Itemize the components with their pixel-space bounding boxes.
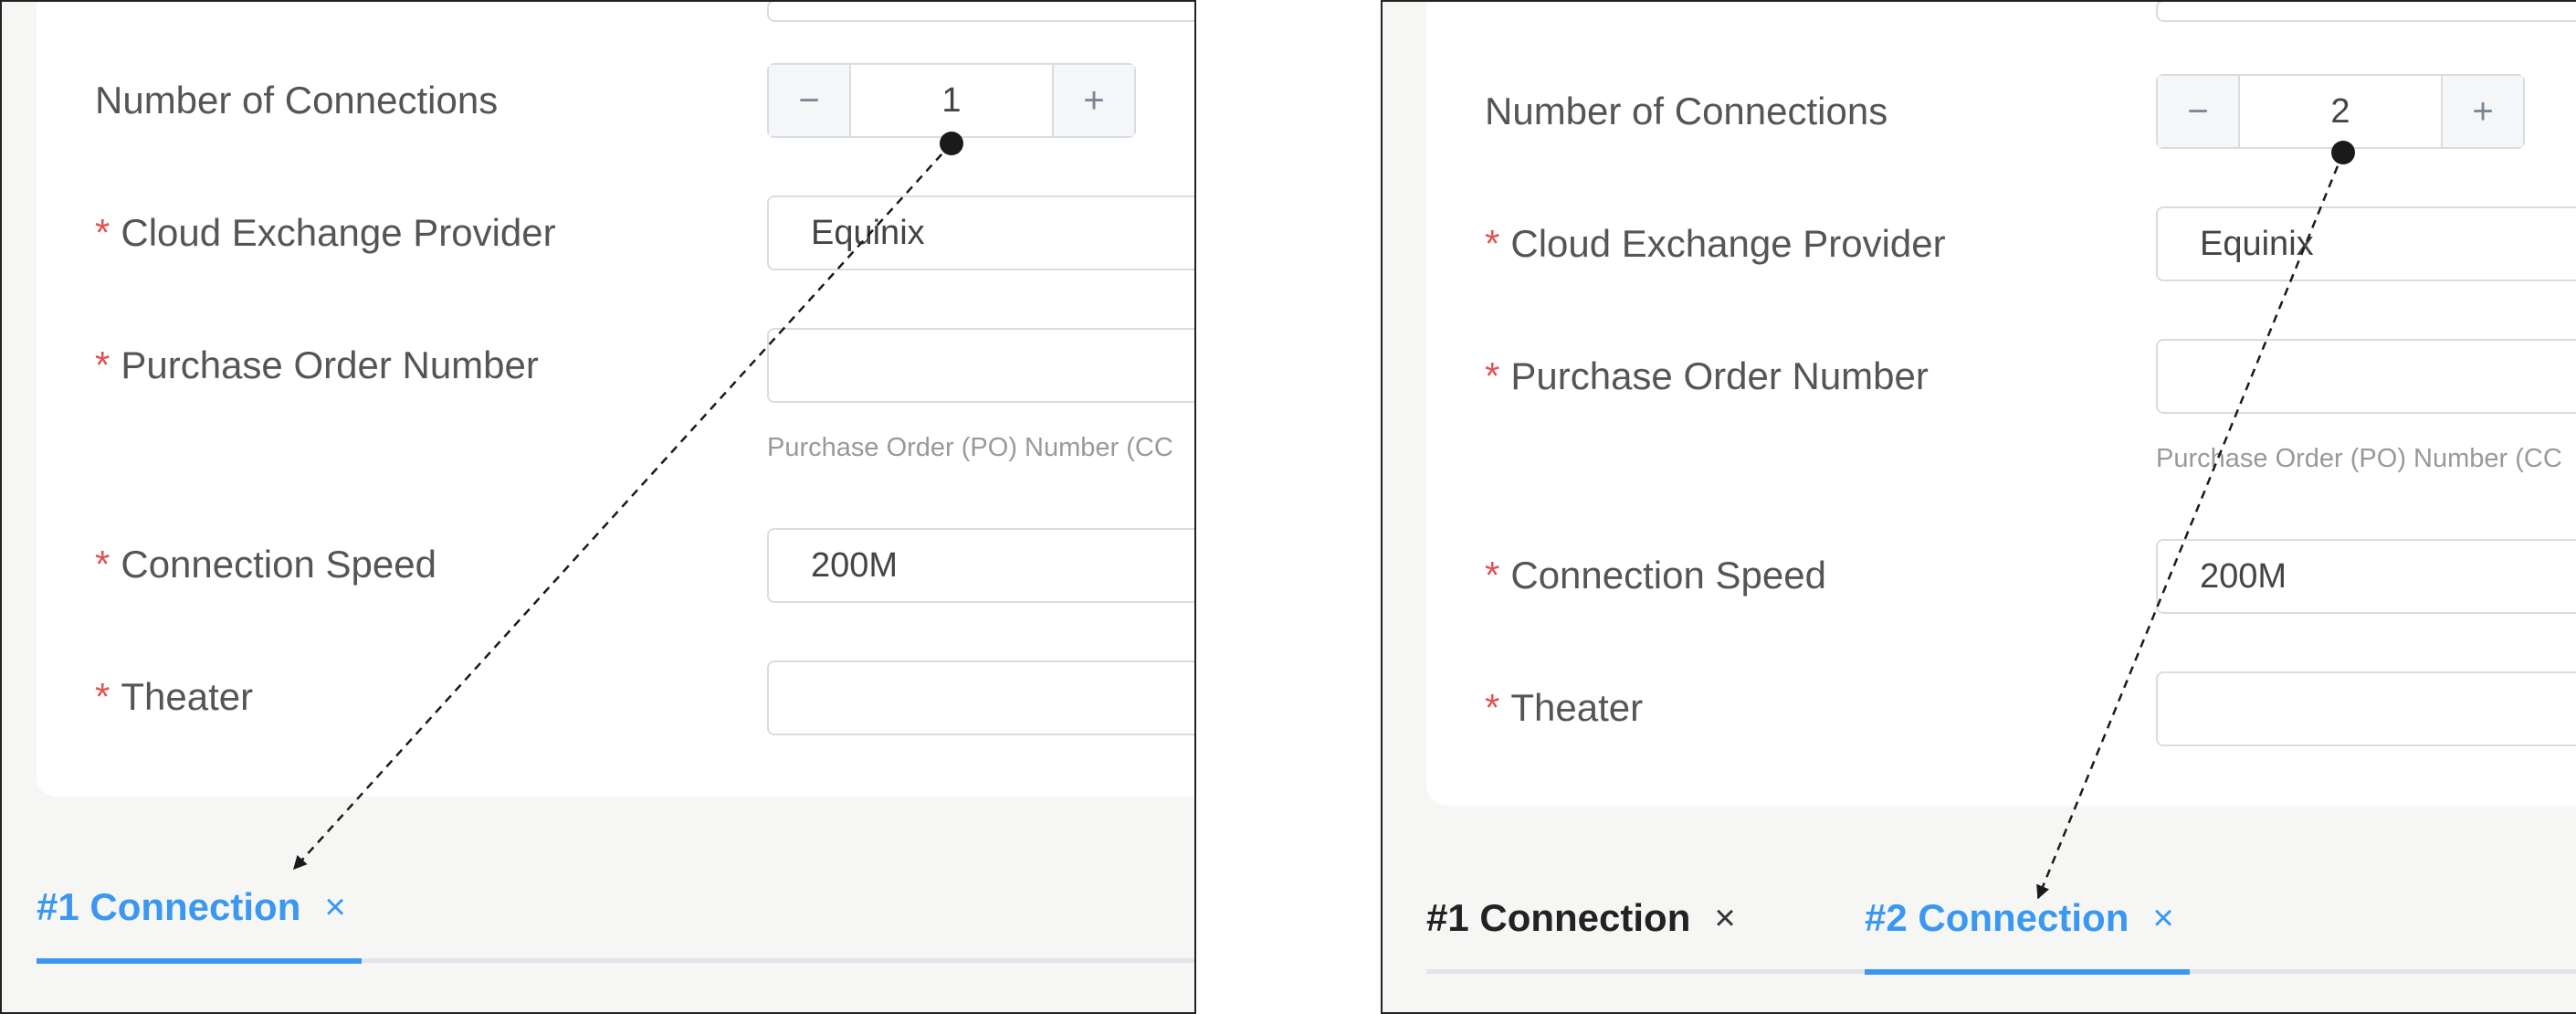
tab-label: #1 Connection	[37, 885, 301, 928]
previous-field-input[interactable]	[2156, 2, 2576, 22]
required-mark: *	[95, 343, 110, 386]
increment-button[interactable]: +	[1052, 65, 1134, 136]
provider-label-text: Cloud Exchange Provider	[1510, 222, 1946, 265]
po-label-text: Purchase Order Number	[121, 343, 539, 386]
provider-label-text: Cloud Exchange Provider	[121, 211, 556, 254]
previous-field-input[interactable]	[767, 2, 1194, 22]
po-label-text: Purchase Order Number	[1510, 354, 1929, 397]
po-number-input[interactable]	[767, 328, 1194, 403]
connections-stepper[interactable]: − 1 +	[767, 63, 1136, 138]
required-mark: *	[1485, 686, 1500, 729]
required-mark: *	[1485, 222, 1500, 265]
provider-label: *Cloud Exchange Provider	[1485, 222, 1946, 266]
close-icon[interactable]: ×	[1714, 897, 1736, 938]
po-number-input[interactable]	[2156, 339, 2576, 414]
tab-connection-1[interactable]: #1 Connection ×	[1426, 896, 1736, 940]
theater-label: * Theater	[95, 675, 253, 719]
speed-label-text: Connection Speed	[121, 543, 436, 586]
speed-select[interactable]: 200M	[2156, 539, 2576, 614]
close-icon[interactable]: ×	[324, 886, 346, 927]
theater-select[interactable]	[2156, 671, 2576, 746]
connections-value[interactable]: 1	[941, 80, 962, 120]
connections-value[interactable]: 2	[2330, 91, 2350, 131]
right-screenshot-panel: Number of Connections − 2 + *Cloud Excha…	[1381, 0, 2576, 1014]
active-tab-indicator	[1865, 969, 2190, 975]
required-mark: *	[95, 675, 110, 718]
left-screenshot-panel: Number of Connections − 1 + * Cloud Excha…	[0, 0, 1196, 1014]
tab-connection-2[interactable]: #2 Connection ×	[1865, 896, 2174, 940]
speed-select[interactable]: 200M	[767, 528, 1194, 603]
po-hint-text: Purchase Order (PO) Number (CC	[2156, 444, 2562, 473]
connections-label: Number of Connections	[95, 79, 499, 121]
required-mark: *	[95, 211, 110, 254]
speed-label: *Connection Speed	[1485, 554, 1826, 597]
annotation-arrow	[2036, 152, 2345, 900]
connections-label: Number of Connections	[1485, 90, 1888, 132]
theater-label-text: Theater	[1510, 686, 1644, 729]
theater-label-text: Theater	[121, 675, 254, 718]
po-label: * Purchase Order Number	[95, 343, 539, 387]
required-mark: *	[95, 543, 110, 586]
theater-label: *Theater	[1485, 686, 1643, 730]
tab-label: #1 Connection	[1426, 896, 1691, 939]
provider-label: * Cloud Exchange Provider	[95, 211, 556, 255]
active-tab-indicator	[37, 958, 362, 964]
provider-select[interactable]: Equinix	[767, 195, 1194, 270]
provider-select[interactable]: Equinix	[2156, 206, 2576, 281]
required-mark: *	[1485, 554, 1500, 597]
decrement-button[interactable]: −	[769, 65, 851, 136]
po-label: *Purchase Order Number	[1485, 354, 1929, 398]
connections-stepper[interactable]: − 2 +	[2156, 74, 2525, 149]
close-icon[interactable]: ×	[2152, 897, 2174, 938]
increment-button[interactable]: +	[2441, 76, 2523, 147]
theater-select[interactable]	[767, 660, 1194, 735]
tab-bar-track	[37, 958, 1194, 963]
tab-label: #2 Connection	[1865, 896, 2129, 939]
annotation-arrow	[292, 143, 952, 871]
tab-connection-1[interactable]: #1 Connection ×	[37, 885, 346, 929]
speed-label: * Connection Speed	[95, 543, 436, 586]
required-mark: *	[1485, 354, 1500, 397]
speed-label-text: Connection Speed	[1510, 554, 1826, 597]
decrement-button[interactable]: −	[2158, 76, 2240, 147]
po-hint-text: Purchase Order (PO) Number (CC	[767, 433, 1173, 462]
